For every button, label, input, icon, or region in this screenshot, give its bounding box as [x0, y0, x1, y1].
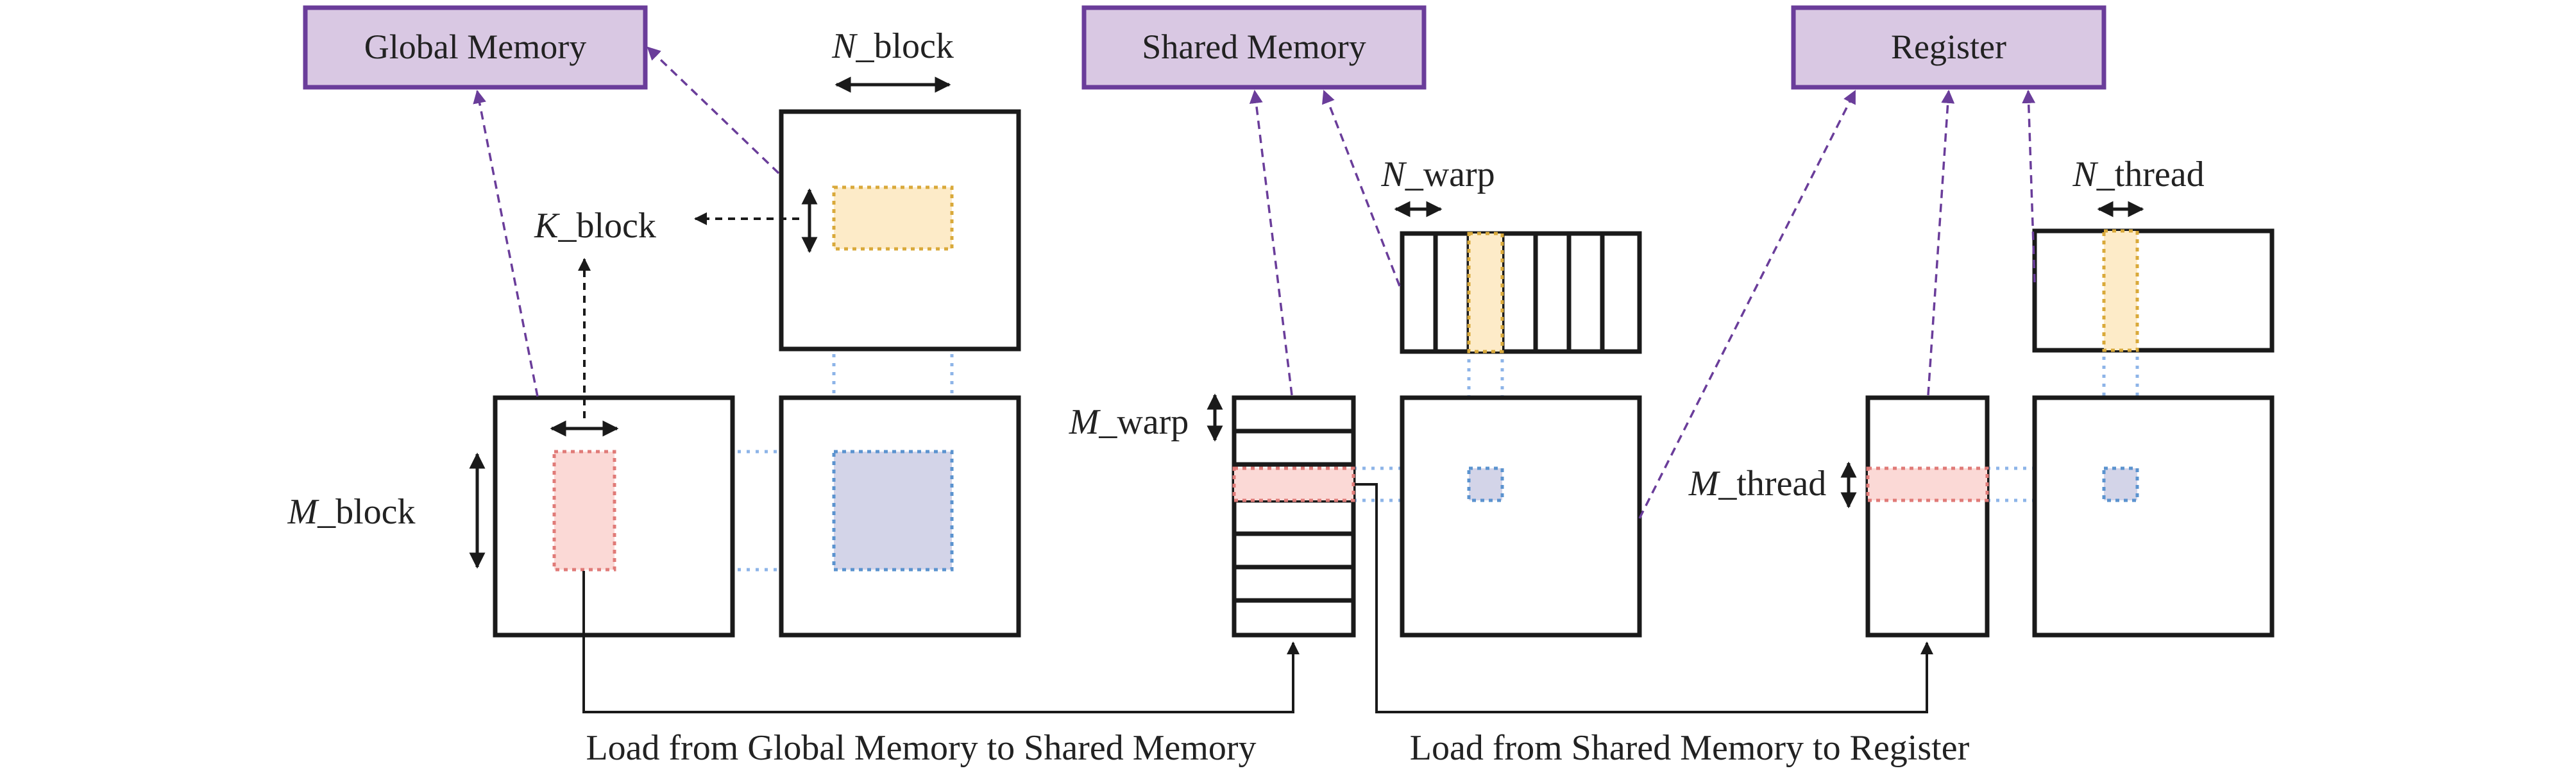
register-box: Register	[1791, 5, 2106, 90]
thread-b-matrix	[2032, 228, 2275, 353]
load-shared-to-register-caption: Load from Shared Memory to Register	[1410, 728, 1970, 768]
thread-c-tile	[2102, 466, 2139, 502]
thread-a-matrix	[1865, 395, 1990, 638]
matrix-a-tile	[552, 450, 616, 572]
warp-b-matrix	[1400, 231, 1642, 354]
thread-c-matrix	[2032, 395, 2275, 638]
warp-b-tile	[1467, 232, 1504, 353]
n-warp-label: N_warp	[1380, 155, 1495, 194]
memory-pointer-arrows	[473, 46, 2036, 519]
n-block-label: N_block	[831, 26, 954, 66]
thread-a-tile	[1866, 466, 1989, 502]
warp-c-tile	[1467, 466, 1504, 502]
warp-a-matrix	[1232, 395, 1356, 638]
shared-memory-box: Shared Memory	[1081, 5, 1427, 90]
register-arrow	[1638, 90, 1856, 519]
register-arrow	[2022, 89, 2036, 283]
global-memory-arrow	[647, 46, 780, 174]
warp-level-group: N_warp M_warp	[1069, 155, 1642, 638]
thread-b-tile	[2102, 229, 2139, 352]
register-label: Register	[1891, 28, 2006, 66]
m-warp-label: M_warp	[1069, 402, 1189, 442]
warp-c-matrix	[1400, 395, 1642, 638]
shared-memory-arrow	[1249, 89, 1293, 396]
load-paths	[582, 483, 1933, 713]
global-memory-box: Global Memory	[303, 5, 648, 90]
load-global-to-shared-path	[582, 571, 1300, 713]
shared-memory-arrow	[1322, 90, 1401, 287]
global-memory-arrow	[473, 89, 539, 397]
register-arrow	[1927, 89, 1955, 396]
matrix-c-tile	[832, 450, 954, 572]
shared-memory-label: Shared Memory	[1142, 28, 1366, 66]
load-global-to-shared-caption: Load from Global Memory to Shared Memory	[586, 728, 1256, 768]
block-level-group: N_block K_block M_block	[287, 26, 1021, 638]
warp-a-tile	[1232, 466, 1355, 502]
k-block-label: K_block	[534, 206, 656, 246]
global-memory-label: Global Memory	[364, 28, 586, 66]
m-thread-label: M_thread	[1688, 464, 1827, 504]
n-thread-label: N_thread	[2072, 155, 2204, 194]
m-block-label: M_block	[287, 492, 415, 532]
load-shared-to-register-path	[1355, 483, 1933, 713]
matrix-b-tile	[832, 185, 954, 251]
thread-level-group: N_thread M_thread	[1688, 155, 2275, 638]
